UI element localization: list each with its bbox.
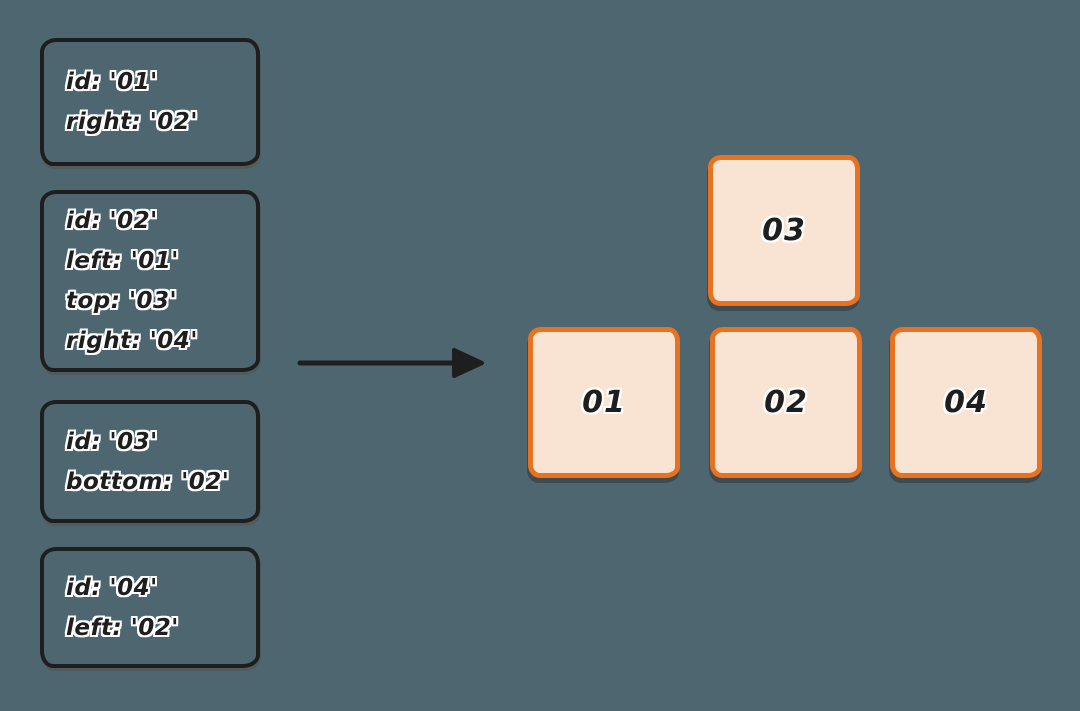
definition-line: top: '03' (66, 288, 178, 314)
definition-line: id: '03' (66, 428, 158, 455)
square-label: 01 (582, 385, 626, 420)
definition-line: bottom: '02' (66, 468, 230, 495)
layout-square-03: 03 (708, 155, 860, 306)
definition-box-04: id: '04' left: '02' (40, 547, 260, 668)
square-label: 03 (762, 213, 806, 248)
layout-square-04: 04 (890, 327, 1042, 478)
right-arrow-icon (296, 340, 488, 386)
definition-line: left: '02' (66, 614, 179, 641)
definition-line: right: '04' (66, 328, 198, 354)
definition-line: id: '04' (66, 574, 158, 601)
definition-line: id: '02' (66, 208, 158, 234)
definition-box-03: id: '03' bottom: '02' (40, 400, 260, 523)
definition-box-01: id: '01' right: '02' (40, 38, 260, 166)
definition-line: left: '01' (66, 248, 179, 274)
square-label: 02 (764, 385, 808, 420)
square-label: 04 (944, 385, 988, 420)
layout-square-02: 02 (710, 327, 862, 478)
definition-line: right: '02' (66, 109, 198, 135)
definition-box-02: id: '02' left: '01' top: '03' right: '04… (40, 190, 260, 372)
layout-square-01: 01 (528, 327, 680, 478)
definition-line: id: '01' (66, 69, 158, 95)
